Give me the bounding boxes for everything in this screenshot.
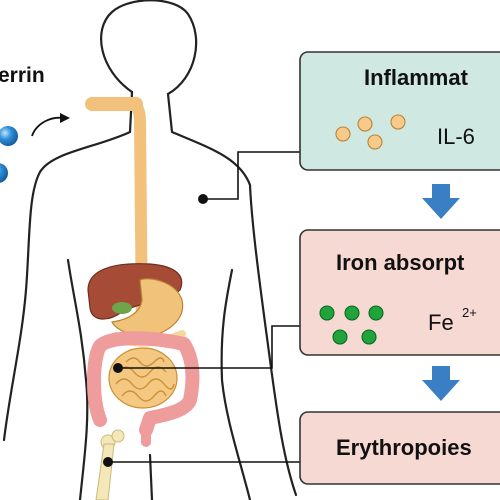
gallbladder-icon [112, 302, 132, 314]
connector-dot [113, 363, 123, 373]
fe-label-base: Fe [428, 310, 454, 335]
il6-particle [367, 134, 383, 150]
il6-particle-group [335, 114, 406, 150]
fe-particle-group [319, 305, 384, 345]
fe-particle [368, 305, 384, 321]
esophagus-icon [85, 97, 148, 336]
fe-label: Fe [428, 310, 454, 335]
curved-arrow-icon [31, 116, 65, 137]
il6-particle [357, 116, 373, 132]
large-intestine-icon [87, 331, 200, 437]
erythropoiesis-title: Erythropoies [336, 435, 472, 460]
connector-dot [103, 457, 113, 467]
il6-particle [390, 114, 406, 130]
il6-particle [335, 126, 351, 142]
fe-particle [344, 305, 360, 321]
iron-absorption-box [299, 229, 500, 356]
fe-label-sup: 2+ [462, 305, 477, 320]
iron-absorption-title: Iron absorpt [336, 250, 465, 275]
down-arrow-icon [422, 366, 460, 401]
connectors [108, 151, 300, 463]
blue-sphere-icon [0, 163, 8, 183]
connector-dot [198, 194, 208, 204]
erythropoiesis-box [299, 411, 500, 485]
fe-particle [361, 329, 377, 345]
fe-particle [319, 305, 335, 321]
blue-sphere-group [0, 126, 18, 183]
blue-sphere-icon [0, 126, 18, 146]
body-outline-icon [2, 0, 298, 500]
fe-particle [332, 329, 348, 345]
il6-label: IL-6 [437, 124, 475, 149]
inflammation-title: Inflammat [364, 65, 469, 90]
small-intestine-icon [108, 347, 178, 409]
liver-icon [87, 263, 183, 320]
down-arrow-icon [422, 184, 460, 219]
inflammation-box [299, 51, 500, 171]
left-label: errin [0, 64, 45, 87]
